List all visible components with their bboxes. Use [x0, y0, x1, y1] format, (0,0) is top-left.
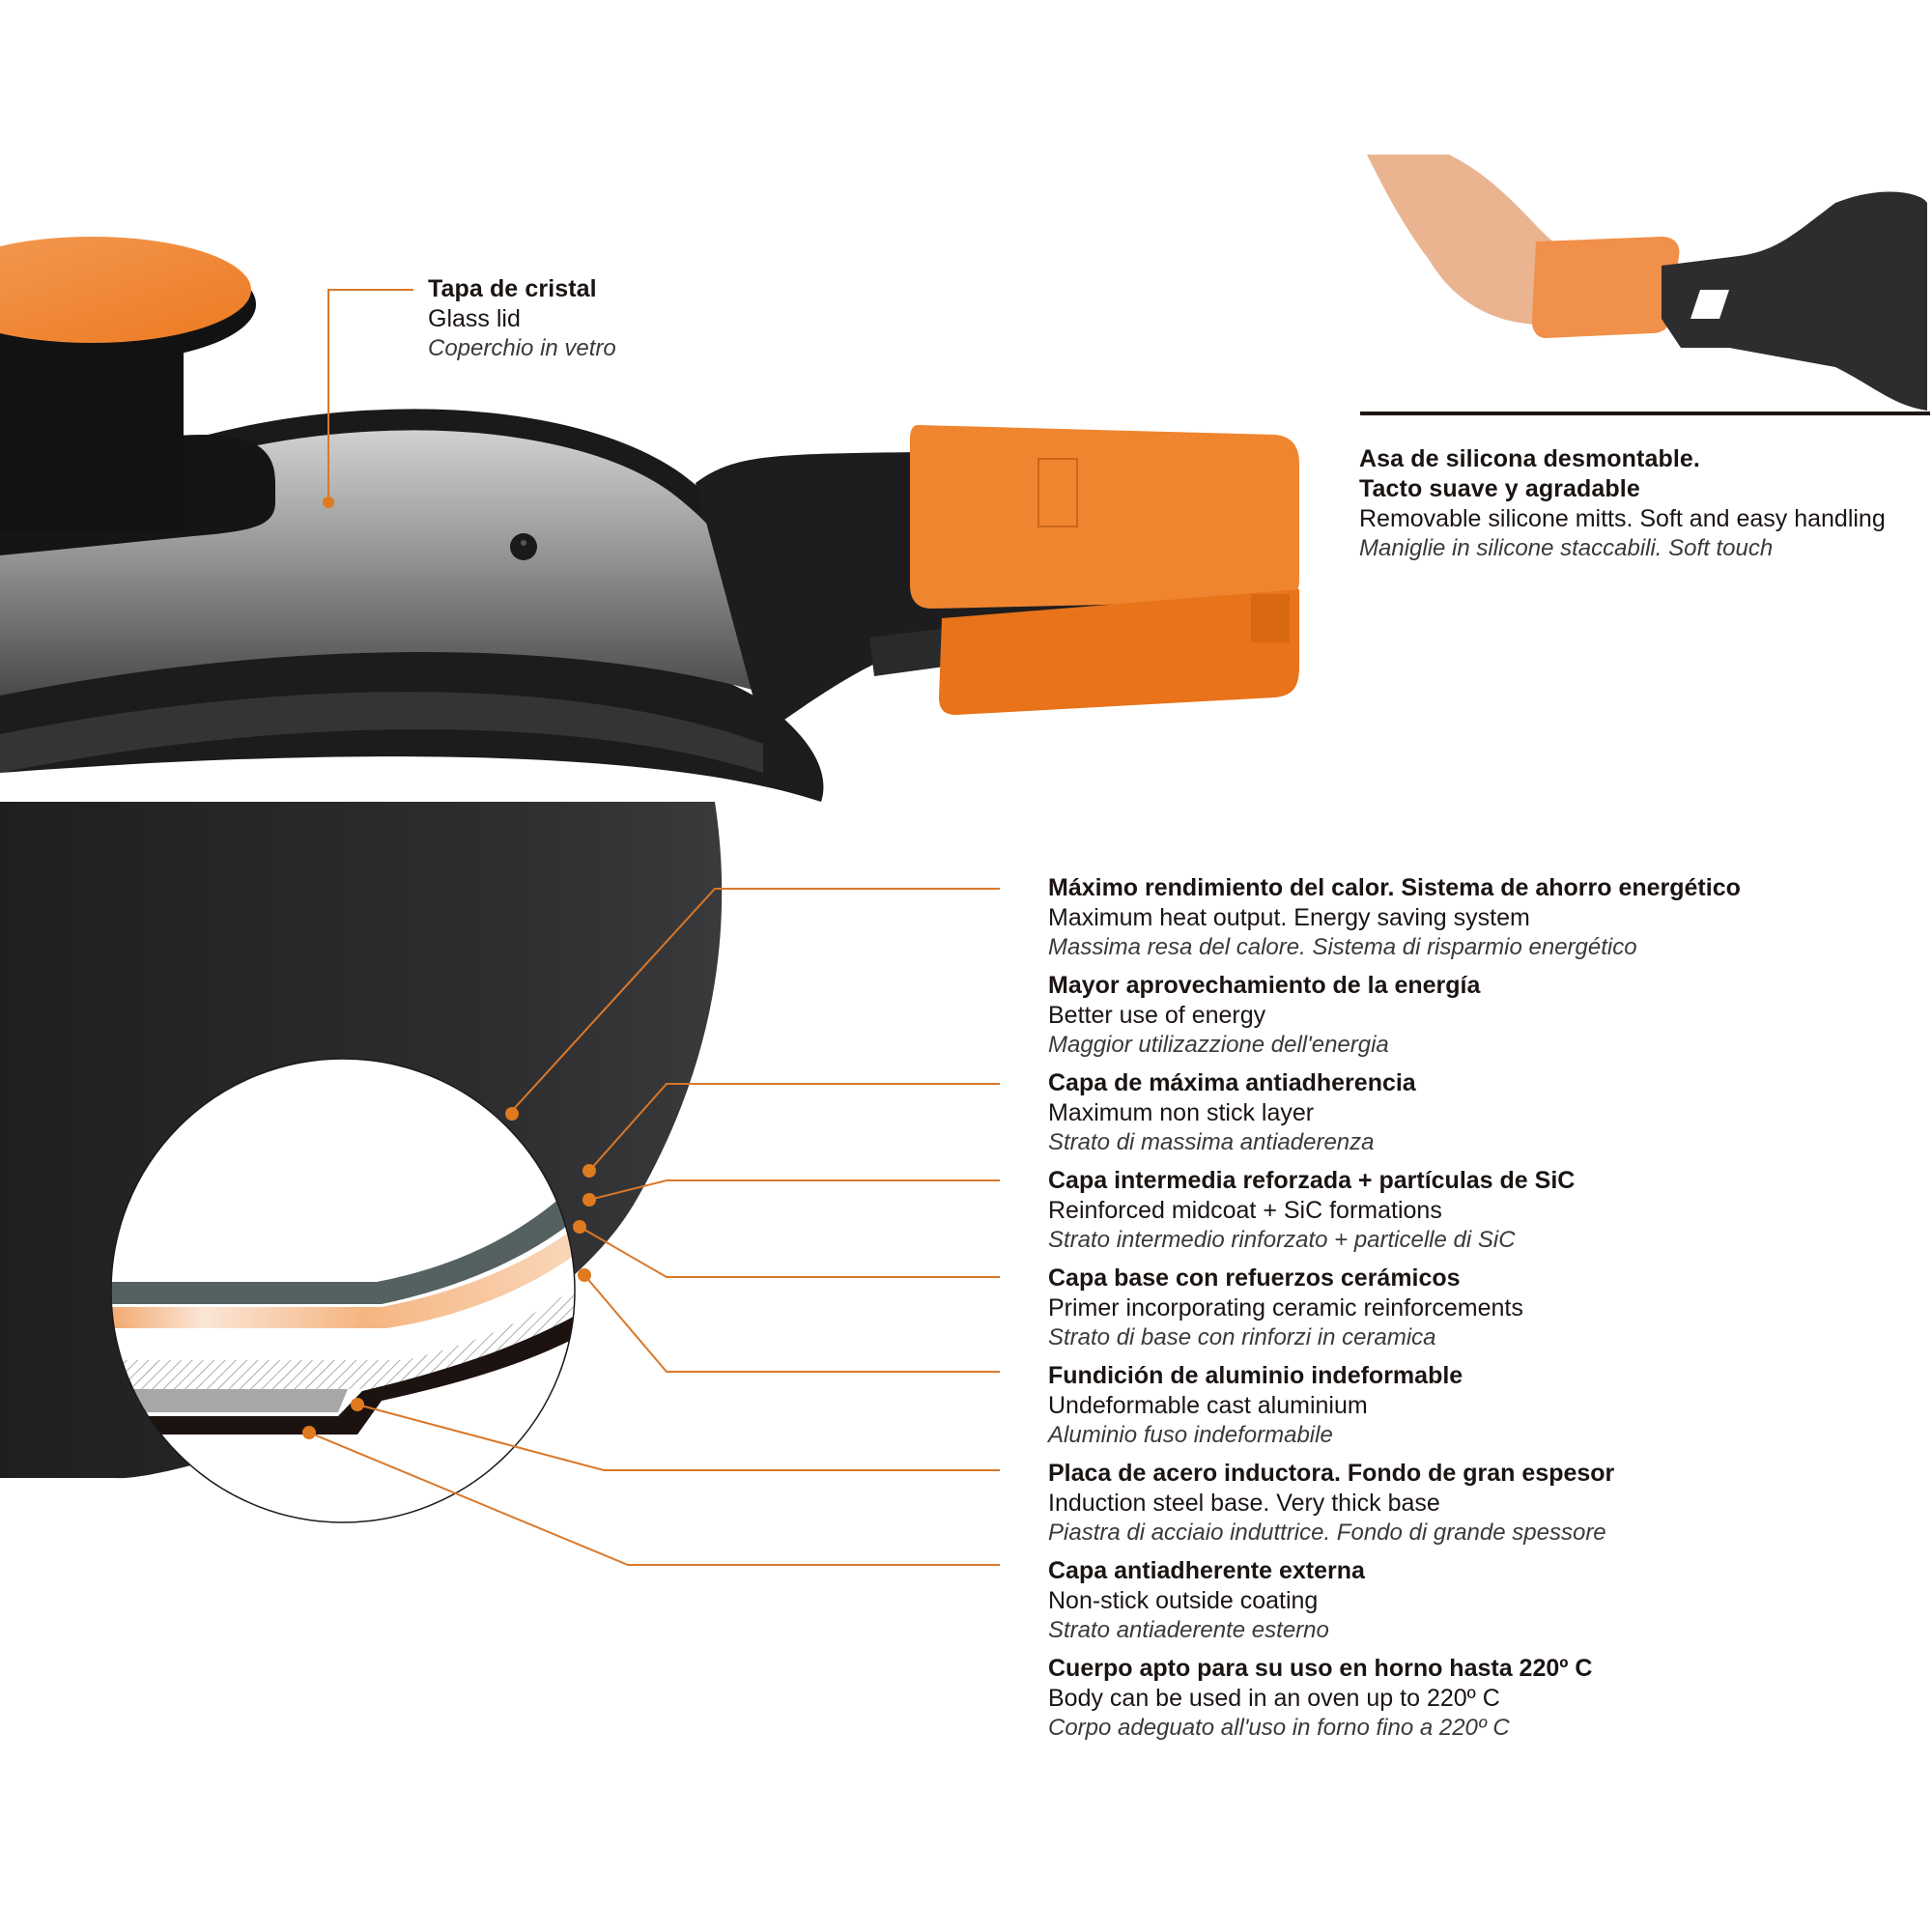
bra-logo-icon	[1037, 458, 1078, 527]
cross-section-detail	[110, 1058, 576, 1523]
feature-title: Cuerpo apto para su uso en horno hasta 2…	[1048, 1655, 1593, 1682]
divider-line	[1360, 412, 1930, 415]
feature-english: Induction steel base. Very thick base	[1048, 1490, 1440, 1517]
feature-title: Capa de máxima antiadherencia	[1048, 1069, 1416, 1096]
leader-lines	[308, 289, 1000, 1566]
feature-english: Better use of energy	[1048, 1002, 1266, 1029]
handle-inset-photo	[1360, 155, 1930, 415]
feature-cast-aluminium: Fundición de aluminio indeformable Undef…	[1048, 1364, 1463, 1447]
feature-midcoat: Capa intermedia reforzada + partículas d…	[1048, 1169, 1575, 1252]
lid-callout: Tapa de cristal Glass lid Coperchio in v…	[428, 277, 616, 360]
feature-italian: Corpo adeguato all'uso in forno fino a 2…	[1048, 1715, 1510, 1741]
handle-callout: Asa de silicona desmontable. Tacto suave…	[1359, 447, 1886, 560]
feature-english: Maximum heat output. Energy saving syste…	[1048, 904, 1530, 931]
feature-english: Maximum non stick layer	[1048, 1099, 1315, 1126]
lid-callout-title: Tapa de cristal	[428, 275, 597, 302]
feature-italian: Strato antiaderente esterno	[1048, 1617, 1329, 1643]
feature-italian: Strato intermedio rinforzato + particell…	[1048, 1227, 1516, 1253]
feature-italian: Strato di base con rinforzi in ceramica	[1048, 1324, 1436, 1350]
feature-oven-safe: Cuerpo apto para su uso en horno hasta 2…	[1048, 1657, 1592, 1740]
feature-english: Undeformable cast aluminium	[1048, 1392, 1368, 1419]
feature-title: Placa de acero inductora. Fondo de gran …	[1048, 1460, 1615, 1487]
feature-title: Mayor aprovechamiento de la energía	[1048, 972, 1481, 999]
lid-knob	[0, 237, 275, 555]
feature-title: Capa base con refuerzos cerámicos	[1048, 1264, 1461, 1292]
feature-heat-output: Máximo rendimiento del calor. Sistema de…	[1048, 876, 1741, 959]
feature-italian: Strato di massima antiaderenza	[1048, 1129, 1375, 1155]
steam-vent	[510, 533, 537, 560]
handle-callout-title-2: Tacto suave y agradable	[1359, 475, 1640, 502]
orange-dot-icon	[302, 497, 596, 1439]
feature-energy-use: Mayor aprovechamiento de la energía Bett…	[1048, 974, 1480, 1057]
handle-callout-english: Removable silicone mitts. Soft and easy …	[1359, 505, 1886, 532]
handle-callout-title-1: Asa de silicona desmontable.	[1359, 445, 1700, 472]
handle-callout-italian: Maniglie in silicone staccabili. Soft to…	[1359, 535, 1774, 561]
feature-italian: Maggior utilizazzione dell'energia	[1048, 1032, 1389, 1058]
feature-title: Máximo rendimiento del calor. Sistema de…	[1048, 874, 1741, 901]
feature-italian: Piastra di acciaio induttrice. Fondo di …	[1048, 1520, 1606, 1546]
feature-italian: Aluminio fuso indeformabile	[1048, 1422, 1333, 1448]
feature-outside-coating: Capa antiadherente externa Non-stick out…	[1048, 1559, 1365, 1642]
feature-english: Reinforced midcoat + SiC formations	[1048, 1197, 1442, 1224]
feature-title: Capa antiadherente externa	[1048, 1557, 1365, 1584]
feature-primer: Capa base con refuerzos cerámicos Primer…	[1048, 1266, 1523, 1350]
feature-english: Primer incorporating ceramic reinforceme…	[1048, 1294, 1523, 1321]
feature-induction-base: Placa de acero inductora. Fondo de gran …	[1048, 1462, 1614, 1545]
silicone-mitt	[910, 425, 1299, 715]
feature-title: Fundición de aluminio indeformable	[1048, 1362, 1463, 1389]
lid-callout-english: Glass lid	[428, 305, 521, 332]
feature-italian: Massima resa del calore. Sistema di risp…	[1048, 934, 1637, 960]
feature-title: Capa intermedia reforzada + partículas d…	[1048, 1167, 1576, 1194]
feature-english: Non-stick outside coating	[1048, 1587, 1319, 1614]
feature-nonstick-layer: Capa de máxima antiadherencia Maximum no…	[1048, 1071, 1416, 1154]
feature-english: Body can be used in an oven up to 220º C	[1048, 1685, 1500, 1712]
lid-callout-italian: Coperchio in vetro	[428, 335, 616, 361]
